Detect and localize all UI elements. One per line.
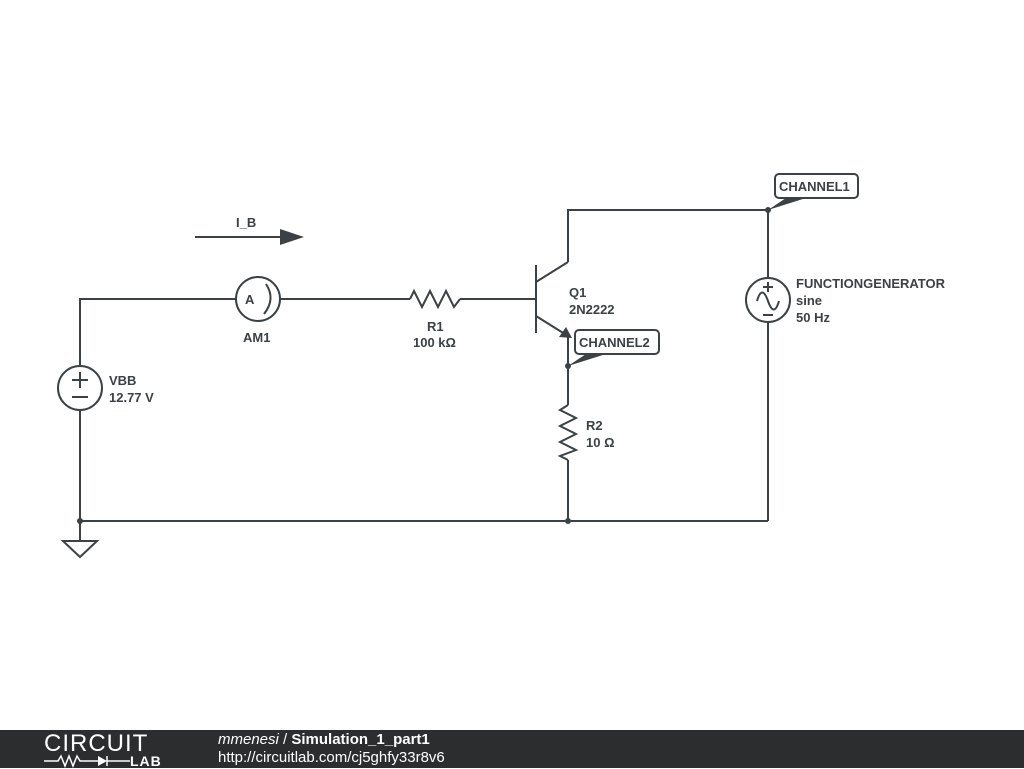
junction-dot: [77, 518, 83, 524]
circuit-url[interactable]: http://circuitlab.com/cj5ghfy33r8v6: [218, 749, 445, 766]
resistor-r2[interactable]: R2 10 Ω: [557, 404, 615, 461]
q1-name: Q1: [569, 285, 586, 300]
source-vbb[interactable]: VBB 12.77 V: [57, 365, 154, 411]
ammeter-icon: [235, 276, 281, 322]
resistor-icon: [557, 404, 579, 461]
probe-box: [574, 329, 660, 355]
probe-label: CHANNEL2: [579, 335, 650, 350]
wires: [77, 207, 771, 541]
circuit-title[interactable]: Simulation_1_part1: [291, 731, 430, 748]
author-link[interactable]: mmenesi: [218, 731, 279, 748]
vbb-value: 12.77 V: [109, 390, 154, 405]
wire-collector: [567, 209, 769, 278]
wire-vbb-top: [79, 298, 236, 366]
probe-channel2[interactable]: CHANNEL2: [568, 329, 660, 366]
probe-label: CHANNEL1: [779, 179, 850, 194]
resistor-r1[interactable]: R1 100 kΩ: [409, 288, 461, 350]
current-label: I_B: [236, 215, 256, 230]
function-generator[interactable]: FUNCTIONGENERATOR sine 50 Hz: [745, 276, 946, 325]
probe-channel1[interactable]: CHANNEL1: [768, 173, 859, 210]
r2-name: R2: [586, 418, 603, 433]
r1-value: 100 kΩ: [413, 335, 456, 350]
logo-resistor-diode-icon: [44, 754, 130, 768]
fgen-wave: sine: [796, 293, 822, 308]
meta-separator: /: [278, 731, 292, 748]
emitter-arrow-icon: [559, 327, 572, 338]
ground-icon[interactable]: [60, 540, 100, 559]
fgen-freq: 50 Hz: [796, 310, 830, 325]
transistor-collector: [535, 261, 569, 283]
transistor-q1[interactable]: Q1 2N2222: [535, 261, 615, 338]
fgen-name: FUNCTIONGENERATOR: [796, 276, 946, 291]
ac-source-icon: [745, 277, 791, 323]
q1-model: 2N2222: [569, 302, 615, 317]
r2-value: 10 Ω: [586, 435, 615, 450]
logo-lab-text: LAB: [130, 753, 162, 769]
circuitlab-logo[interactable]: CIRCUIT LAB: [44, 730, 174, 769]
probe-pointer-icon: [768, 198, 806, 210]
circuit-meta: mmenesi / Simulation_1_part1 http://circ…: [218, 731, 445, 767]
probe-pointer-icon: [568, 354, 606, 366]
sine-wave-icon: [756, 291, 780, 311]
arrow-head-icon: [280, 229, 304, 245]
junction-dot: [565, 518, 571, 524]
ammeter-label: AM1: [243, 330, 270, 345]
current-arrow[interactable]: I_B: [195, 215, 304, 245]
ammeter-am1[interactable]: A AM1: [235, 276, 281, 345]
schematic-canvas: I_B A AM1 R1 100 kΩ Q1 2N2222 VBB 12.77 …: [57, 173, 946, 559]
ammeter-symbol: A: [245, 292, 255, 307]
logo-circuit-text: CIRCUIT: [44, 730, 149, 757]
footer-bar: CIRCUIT LAB mmenesi / Simulation_1_part1…: [0, 730, 1024, 768]
probe-box: [774, 173, 859, 199]
ammeter-needle-arc: [263, 283, 272, 315]
resistor-icon: [409, 288, 461, 310]
vbb-name: VBB: [109, 373, 136, 388]
dc-source-icon: [57, 365, 103, 411]
r1-name: R1: [427, 319, 444, 334]
